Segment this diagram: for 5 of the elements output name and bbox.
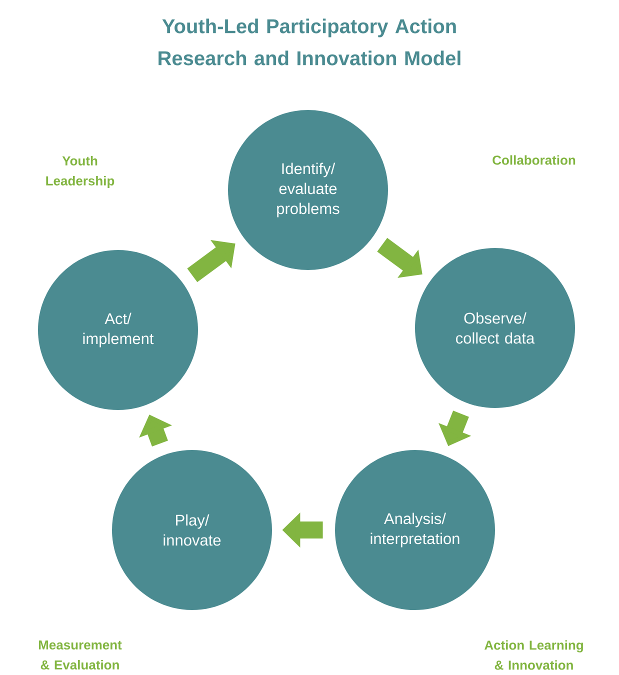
- corner-label: Measurement & Evaluation: [38, 640, 122, 670]
- corner-label: Action Learning & Innovation: [484, 640, 583, 670]
- corner-label: Youth Leadership: [46, 156, 114, 188]
- title: Youth-Led Participatory Action Research and Innovation Model: [158, 18, 460, 66]
- corner-label: Collaboration: [492, 155, 576, 165]
